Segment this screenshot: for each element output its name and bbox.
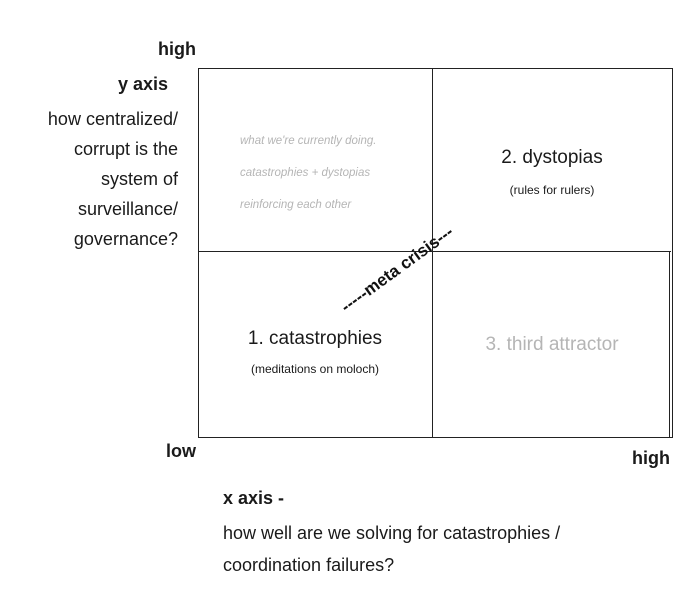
matrix-vertical-divider [432,68,433,438]
quadrant-dystopias-subtitle: (rules for rulers) [509,183,595,197]
matrix-inner-edge [669,251,670,438]
note-line: what we're currently doing. [240,135,377,147]
matrix-horizontal-divider [198,251,671,252]
meta-crisis-label: -----meta crisis--- [337,222,457,316]
y-axis-line: surveillance/ [77,199,178,219]
matrix-frame [198,68,673,438]
origin-low-label: low [166,441,196,461]
y-axis-title: y axis [118,74,169,94]
note-line: reinforcing each other [240,199,352,211]
y-axis-line: corrupt is the [73,139,178,159]
y-axis-line: system of [100,169,178,189]
quadrant-dystopias-title: 2. dystopias [501,147,603,168]
x-axis-line: coordination failures? [223,555,395,575]
quadrant-top-left-note: what we're currently doing. catastrophie… [240,125,376,221]
quadrant-third-attractor-title: 3. third attractor [485,334,619,355]
quadrant-catastrophies-subtitle: (meditations on moloch) [250,362,380,376]
y-axis-line: governance? [73,229,178,249]
note-line: catastrophies + dystopias [240,167,371,179]
y-axis-line: how centralized/ [47,109,178,129]
y-axis-description: how centralized/ corrupt is the system o… [0,104,178,254]
x-axis-description: how well are we solving for catastrophie… [223,517,643,581]
x-axis-line: how well are we solving for catastrophie… [223,523,561,543]
quadrant-catastrophies-title: 1. catastrophies [247,328,383,349]
x-axis-high-label: high [632,448,670,468]
x-axis-title: x axis - [223,488,285,508]
y-axis-high-label: high [158,39,196,59]
